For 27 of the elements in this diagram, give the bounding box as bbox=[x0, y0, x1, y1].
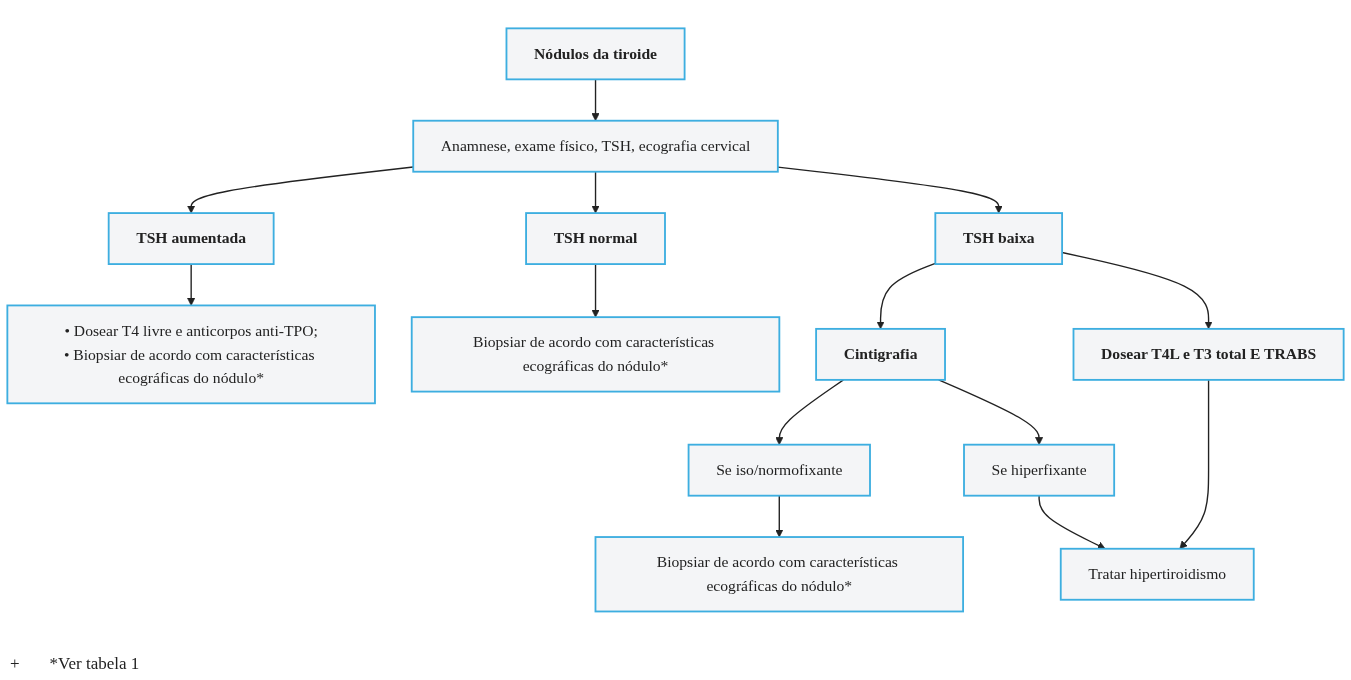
arrow bbox=[775, 379, 845, 446]
node-box bbox=[107, 212, 275, 266]
arrow bbox=[1038, 495, 1106, 550]
node-box bbox=[6, 304, 376, 405]
node-box bbox=[815, 328, 946, 381]
note: + bbox=[10, 654, 20, 674]
arrow bbox=[591, 263, 600, 318]
arrow bbox=[775, 495, 784, 538]
node-box bbox=[525, 212, 666, 266]
arrow bbox=[591, 171, 600, 214]
node-box bbox=[1059, 547, 1255, 601]
node-box bbox=[963, 443, 1116, 497]
node-box bbox=[934, 212, 1063, 266]
node-box bbox=[505, 27, 686, 81]
arrow bbox=[876, 262, 936, 330]
node-box bbox=[1072, 328, 1345, 381]
arrow bbox=[187, 166, 414, 214]
flowchart: Nódulos da tiroide Anamnese, exame físico, TSH, ecografia cervical TSH aumentada TSH normal TSH baixa • Dosear T4 livre e anticorpos anti-TPO; • Biopsiar de acordo com características ecográficas do nódulo* Biopsiar de acordo com características ecográficas do nódulo* Cintigrafia Dosear T4L e T3 total E TRABS Se iso/normofixante Se hiperfixante Biopsiar de acordo com características ecográficas do nódulo* Tratar hipertiroidismo bbox=[0, 21, 1351, 619]
arrow bbox=[777, 166, 1003, 214]
node-box bbox=[594, 536, 964, 613]
arrow bbox=[187, 263, 196, 306]
arrow bbox=[591, 78, 600, 122]
node-box bbox=[410, 316, 781, 393]
node-box bbox=[687, 443, 871, 497]
note: *Ver tabela 1 bbox=[49, 654, 140, 674]
node-box bbox=[412, 119, 779, 173]
arrow bbox=[1179, 379, 1210, 550]
